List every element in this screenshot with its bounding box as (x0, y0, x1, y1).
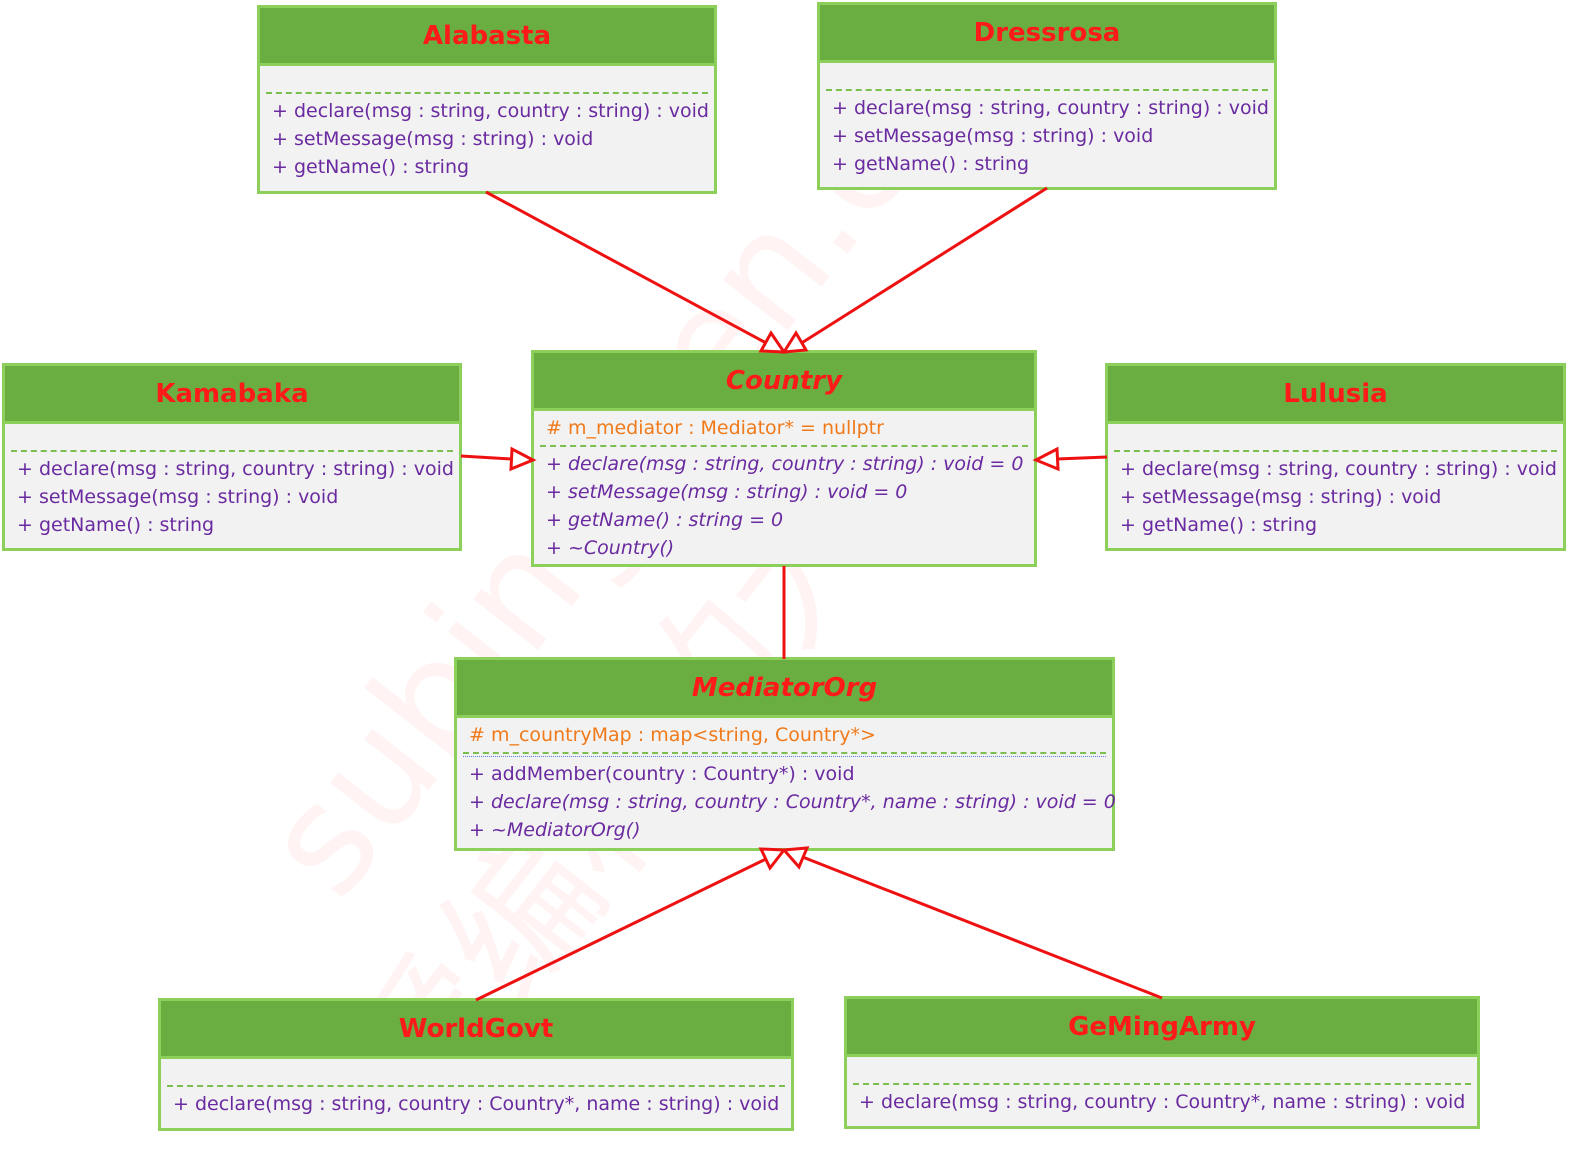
operation: + getName() : string (17, 514, 215, 536)
class-country[interactable]: Country # m_mediator : Mediator* = nullp… (531, 350, 1037, 567)
operations-section: + addMember(country : Country*) : void +… (457, 757, 1116, 846)
edge-alabasta-country (485, 190, 787, 354)
operations-section: + declare(msg : string, country : string… (820, 91, 1274, 180)
operation: + getName() : string (272, 156, 470, 178)
operation: + addMember(country : Country*) : void (469, 763, 855, 785)
operations-section: + declare(msg : string, country : string… (5, 452, 459, 541)
class-name: Alabasta (260, 8, 714, 66)
operations-section: + declare(msg : string, country : string… (534, 447, 1034, 564)
operation: + getName() : string (832, 153, 1030, 175)
operation: + getName() : string = 0 (546, 509, 784, 531)
class-name: WorldGovt (161, 1001, 791, 1059)
section-divider (1114, 450, 1557, 452)
edge-gemingarmy-mediatororg (780, 846, 1163, 1000)
class-name: Dressrosa (820, 5, 1274, 63)
edge-worldgovt-mediatororg (475, 847, 787, 1002)
operations-section: + declare(msg : string, country : Countr… (847, 1085, 1477, 1118)
operation: + declare(msg : string, country : string… (1120, 458, 1557, 480)
class-name: Country (534, 353, 1034, 411)
attribute: # m_mediator : Mediator* = nullptr (546, 417, 884, 439)
class-gemingarmy[interactable]: GeMingArmy + declare(msg : string, count… (844, 996, 1480, 1129)
operation: + setMessage(msg : string) : void (272, 128, 594, 150)
class-name: MediatorOrg (457, 660, 1112, 718)
operation: + declare(msg : string, country : Countr… (173, 1093, 780, 1115)
operation: + ~Country() (546, 537, 675, 559)
class-name: GeMingArmy (847, 999, 1477, 1057)
operations-section: + declare(msg : string, country : Countr… (161, 1087, 791, 1120)
class-kamabaka[interactable]: Kamabaka + declare(msg : string, country… (2, 363, 462, 551)
operation: + declare(msg : string, country : string… (272, 100, 709, 122)
operation: + declare(msg : string, country : Countr… (469, 791, 1116, 813)
class-name: Lulusia (1108, 366, 1563, 424)
edge-kamabaka-country (460, 446, 537, 472)
operation: + declare(msg : string, country : string… (17, 458, 454, 480)
section-divider (826, 89, 1268, 91)
operation: + declare(msg : string, country : string… (832, 97, 1269, 119)
operation: + setMessage(msg : string) : void = 0 (546, 481, 908, 503)
operation: + declare(msg : string, country : string… (546, 453, 1024, 475)
operation: + getName() : string (1120, 514, 1318, 536)
edge-lulusia-country (1032, 446, 1108, 472)
section-divider (11, 450, 453, 452)
class-dressrosa[interactable]: Dressrosa + declare(msg : string, countr… (817, 2, 1277, 190)
section-divider (266, 92, 708, 94)
section-divider (540, 445, 1028, 447)
operation: + setMessage(msg : string) : void (832, 125, 1154, 147)
attribute: # m_countryMap : map<string, Country*> (469, 724, 876, 746)
operation: + setMessage(msg : string) : void (1120, 486, 1442, 508)
section-divider (167, 1085, 785, 1087)
class-name: Kamabaka (5, 366, 459, 424)
operation: + declare(msg : string, country : Countr… (859, 1091, 1466, 1113)
edge-dressrosa-country (781, 186, 1048, 354)
operation: + ~MediatorOrg() (469, 819, 641, 841)
section-divider (463, 752, 1106, 757)
attributes-section: # m_countryMap : map<string, Country*> (457, 718, 1112, 752)
attributes-section: # m_mediator : Mediator* = nullptr (534, 411, 1034, 445)
operation: + setMessage(msg : string) : void (17, 486, 339, 508)
operations-section: + declare(msg : string, country : string… (260, 94, 714, 183)
operations-section: + declare(msg : string, country : string… (1108, 452, 1563, 541)
section-divider (853, 1083, 1471, 1085)
class-alabasta[interactable]: Alabasta + declare(msg : string, country… (257, 5, 717, 194)
class-worldgovt[interactable]: WorldGovt + declare(msg : string, countr… (158, 998, 794, 1131)
class-lulusia[interactable]: Lulusia + declare(msg : string, country … (1105, 363, 1566, 551)
